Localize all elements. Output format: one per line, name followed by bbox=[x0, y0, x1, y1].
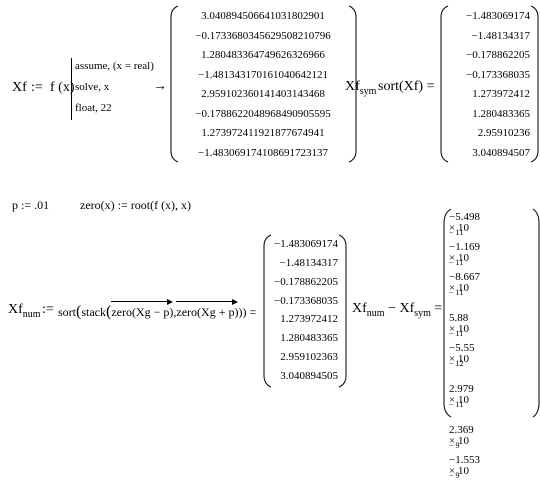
matrix-cell: 1.280483364749626326966 bbox=[201, 49, 325, 62]
zero-plus-vectorized: zero(Xg + p) bbox=[176, 299, 239, 320]
matrix-cell: −1.48134317 bbox=[279, 256, 338, 269]
matrix-cell: 5.88 × 10− 11 bbox=[449, 312, 469, 338]
f-of-x: f (x) bbox=[50, 80, 75, 95]
vectorize-arrow bbox=[176, 299, 239, 305]
matrix-left-paren bbox=[170, 5, 179, 163]
matrix-cell: −0.1733680345629508210796 bbox=[195, 29, 331, 42]
matrix-cell: −1.483069174 bbox=[466, 10, 530, 22]
matrix-cell: −0.1788622048968490905595 bbox=[195, 107, 331, 120]
p-definition[interactable]: p := .01 bbox=[12, 198, 50, 212]
diff-matrix-left-paren bbox=[443, 208, 452, 418]
matrix-right-paren bbox=[348, 5, 357, 163]
numeric-result-matrix: −1.483069174 −1.48134317 −0.178862205 −0… bbox=[270, 239, 338, 382]
matrix-cell: −0.178862205 bbox=[274, 275, 338, 288]
matrix-cell: 3.040894505 bbox=[280, 369, 338, 382]
sort-stack-expression[interactable]: sort(stack(zero(Xg − p),zero(Xg + p))) = bbox=[58, 299, 256, 321]
xfsym-expression: Xfsym bbox=[345, 79, 377, 97]
keyword-assume[interactable]: assume, (x = real) bbox=[75, 60, 154, 72]
matrix-cell: 1.273972411921877674941 bbox=[201, 127, 325, 140]
matrix-cell: −5.498 × 10− 11 bbox=[449, 211, 480, 237]
matrix-cell: −1.483069174 bbox=[274, 238, 338, 250]
matrix-cell: −1.553 × 10− 9 bbox=[449, 454, 480, 480]
assign-operator: := bbox=[31, 80, 43, 95]
zero-minus-vectorized: zero(Xg − p) bbox=[111, 299, 174, 320]
symbolic-result-matrix: 3.040894506641031802901 −0.1733680345629… bbox=[176, 11, 350, 159]
assign-operator-num: := bbox=[42, 302, 54, 317]
matrix-cell: −5.55 × 10− 12 bbox=[449, 342, 475, 368]
zero-function-definition[interactable]: zero(x) := root(f (x), x) bbox=[80, 198, 192, 212]
matrix-cell: 1.273972412 bbox=[280, 313, 338, 326]
sorted-matrix-left-paren bbox=[440, 5, 449, 163]
matrix-cell: 2.959102363 bbox=[280, 351, 338, 364]
matrix-cell: 1.280483365 bbox=[280, 332, 338, 345]
sorted-result-matrix: −1.483069174 −1.48134317 −0.178862205 −0… bbox=[446, 11, 530, 159]
xf-variable: Xf bbox=[12, 80, 27, 95]
matrix-cell: 1.280483365 bbox=[472, 107, 530, 120]
matrix-cell: −1.169 × 10− 11 bbox=[449, 241, 480, 267]
matrix-cell: 1.273972412 bbox=[472, 88, 530, 101]
difference-result-matrix: −5.498 × 10− 11 −1.169 × 10− 11 −8.667 ×… bbox=[449, 211, 535, 480]
keyword-bar bbox=[71, 58, 72, 120]
symbolic-eval-arrow: → bbox=[153, 79, 167, 94]
matrix-cell: −0.178862205 bbox=[466, 49, 530, 62]
keyword-solve[interactable]: solve, x bbox=[75, 81, 110, 93]
sorted-matrix-right-paren bbox=[530, 5, 539, 163]
matrix-cell: −1.48134317 bbox=[471, 29, 530, 42]
diff-matrix-right-paren bbox=[532, 208, 540, 418]
keyword-float[interactable]: float, 22 bbox=[75, 102, 112, 114]
sort-xf-expression: sort(Xf) = bbox=[378, 79, 435, 94]
matrix-cell: 2.95910236 bbox=[477, 127, 530, 140]
matrix-cell: −8.667 × 10− 11 bbox=[449, 271, 480, 297]
matrix-cell: −0.173368035 bbox=[274, 294, 338, 307]
num-matrix-right-paren bbox=[338, 234, 347, 388]
matrix-cell: 3.040894507 bbox=[472, 146, 530, 159]
vectorize-arrow bbox=[111, 299, 174, 305]
matrix-cell: 3.040894506641031802901 bbox=[201, 10, 325, 22]
difference-expression[interactable]: Xfnum − Xfsym = bbox=[352, 301, 443, 319]
matrix-cell: 2.959102360141403143468 bbox=[201, 88, 325, 101]
xfnum-variable: Xfnum bbox=[8, 302, 41, 320]
matrix-cell: −0.173368035 bbox=[466, 68, 530, 81]
num-matrix-left-paren bbox=[263, 234, 272, 388]
matrix-cell: 2.979 × 10− 11 bbox=[449, 383, 474, 409]
matrix-cell: −1.481343170161040642121 bbox=[198, 68, 328, 81]
matrix-cell: −1.483069174108691723137 bbox=[198, 146, 328, 159]
matrix-cell: 2.369 × 10− 9 bbox=[449, 424, 474, 450]
